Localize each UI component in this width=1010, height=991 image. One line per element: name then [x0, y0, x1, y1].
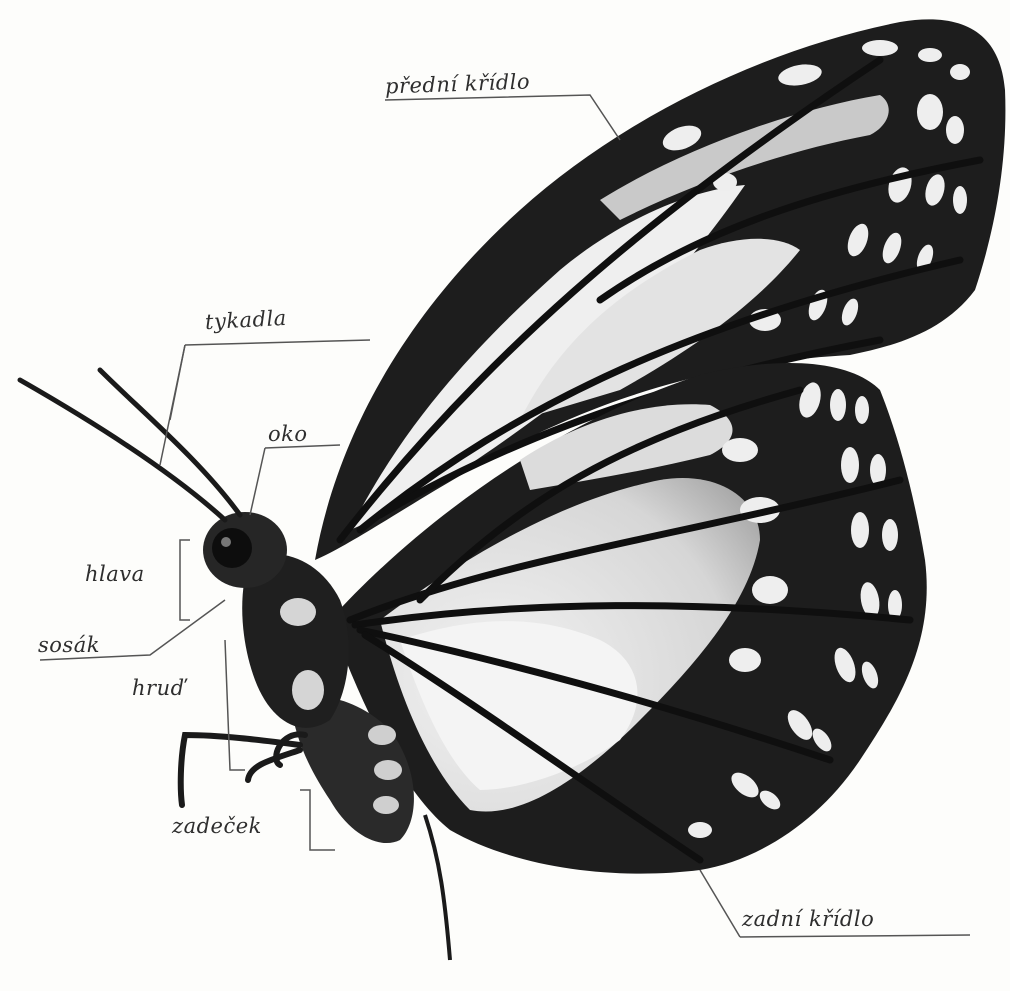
- label-abdomen: zadeček: [172, 814, 262, 838]
- label-proboscis: sosák: [38, 633, 100, 657]
- label-thorax: hruď: [132, 676, 185, 700]
- label-front-wing: přední křídlo: [385, 69, 531, 98]
- label-antennae: tykadla: [204, 306, 287, 334]
- eye-shape: [212, 528, 252, 568]
- label-eye: oko: [268, 422, 308, 446]
- label-head: hlava: [85, 562, 145, 586]
- label-hind-wing: zadní křídlo: [742, 907, 874, 931]
